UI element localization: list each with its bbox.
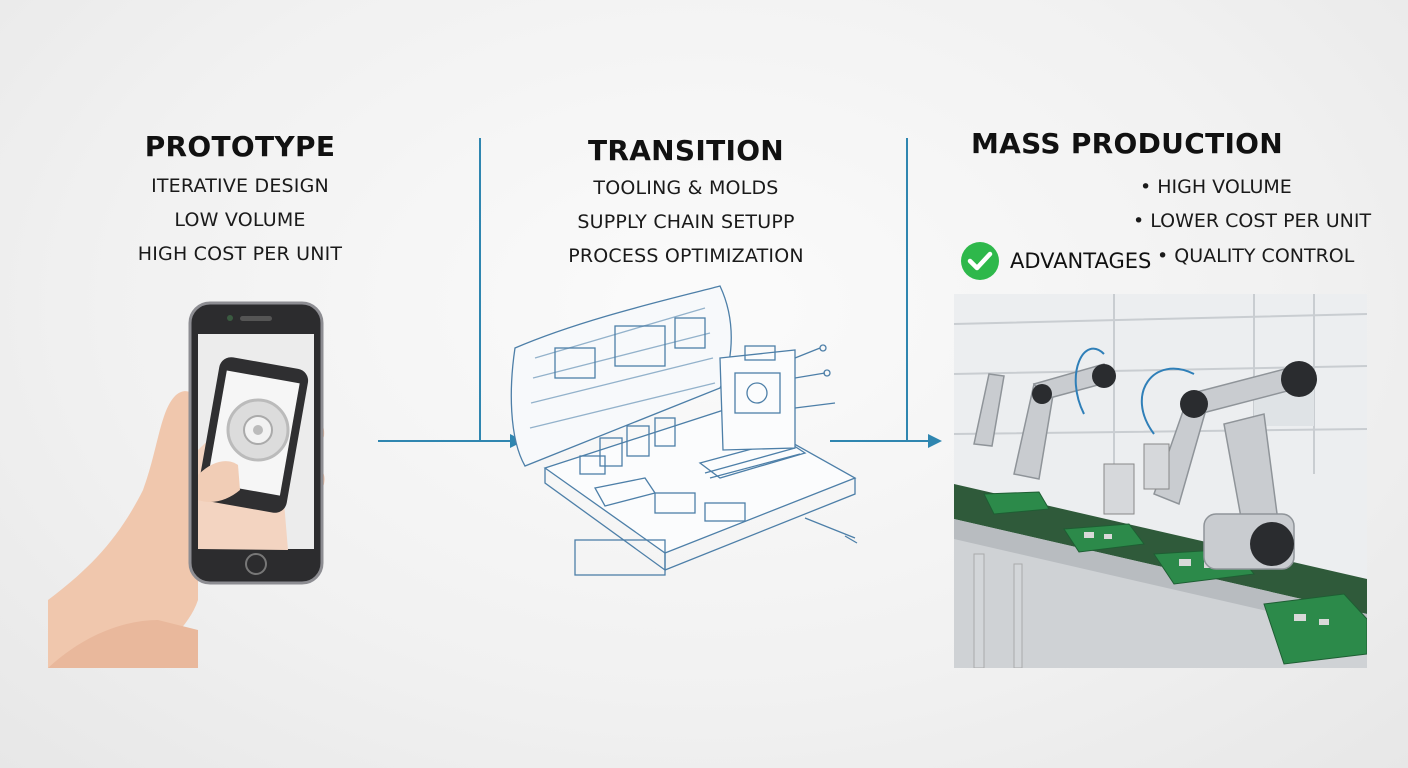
stage-item: HIGH COST PER UNIT: [137, 243, 343, 265]
advantages-label: ADVANTAGES: [1010, 249, 1152, 273]
stage-item: ITERATIVE DESIGN: [151, 175, 329, 197]
stage-item: • LOWER COST PER UNIT: [1133, 210, 1372, 232]
stage-title: MASS PRODUCTION: [971, 127, 1284, 160]
stage-item: • QUALITY CONTROL: [1157, 245, 1355, 267]
advantages-label-group: ADVANTAGES: [960, 241, 1151, 281]
stage-title: TRANSITION: [587, 134, 785, 167]
connector-vertical-line: [479, 138, 481, 441]
stage-mass-production: MASS PRODUCTION • HIGH VOLUME • LOWER CO…: [955, 127, 1375, 280]
robotic-assembly-line-illustration: [954, 294, 1367, 668]
connector-vertical-line: [906, 138, 908, 441]
stage-transition: TRANSITION TOOLING & MOLDS SUPPLY CHAIN …: [556, 134, 816, 273]
stage-item: • HIGH VOLUME: [1140, 176, 1292, 198]
stage-title: PROTOTYPE: [144, 130, 336, 163]
stage-item: SUPPLY CHAIN SETUPP: [577, 211, 795, 233]
flow-arrow: [830, 434, 942, 448]
blueprint-drawing-illustration: [510, 285, 858, 576]
stage-item: TOOLING & MOLDS: [593, 177, 779, 199]
check-circle-icon: [961, 242, 999, 280]
stage-item: LOW VOLUME: [174, 209, 306, 231]
stage-prototype: PROTOTYPE ITERATIVE DESIGN LOW VOLUME HI…: [120, 130, 360, 271]
smartphone-in-hand-illustration: [48, 301, 325, 668]
stage-item: PROCESS OPTIMIZATION: [568, 245, 804, 267]
